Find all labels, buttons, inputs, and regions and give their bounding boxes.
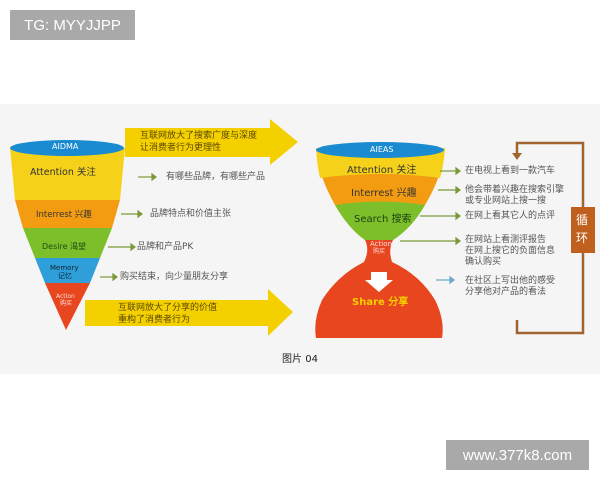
funnel-stage-memory <box>35 258 100 283</box>
aieas-stage-action-sub: 购买 <box>373 248 386 255</box>
bottom-arrow <box>85 289 293 336</box>
aidma-stage-memory-sub: 记忆 <box>58 272 72 280</box>
aidma-stage-desire: Desire 渴望 <box>42 242 87 251</box>
down-arrow-icon <box>365 272 393 292</box>
aieas-note-4a: 在网站上看测评报告 <box>465 235 547 245</box>
aieas-note-3: 在网上看其它人的点评 <box>465 211 556 221</box>
aieas-note-5a: 在社区上写出他的感受 <box>465 276 556 286</box>
loop-label-2: 环 <box>576 231 589 245</box>
aidma-note-memory: 购买结束，向少量朋友分享 <box>120 272 229 282</box>
loop-arrow-icon <box>512 153 522 160</box>
watermark-bottom: www.377k8.com <box>446 440 589 470</box>
top-arrow-line1: 互联网放大了搜索广度与深度 <box>140 131 258 141</box>
aieas-note-1: 在电视上看到一款汽车 <box>465 166 556 176</box>
loop-label-1: 循 <box>576 213 589 227</box>
aidma-stage-action-sub: 购买 <box>60 300 73 307</box>
aidma-stage-memory: Memory <box>50 264 79 272</box>
aidma-top-ellipse <box>10 140 124 156</box>
aieas-note-2a: 他会带着兴趣在搜索引擎 <box>465 185 565 195</box>
aieas-title: AIEAS <box>370 145 394 154</box>
left-note-arrows <box>100 172 157 282</box>
bottom-arrow-line1: 互联网放大了分享的价值 <box>118 303 218 313</box>
aidma-note-interest: 品牌特点和价值主张 <box>150 209 232 219</box>
aieas-vase <box>315 142 445 338</box>
aidma-note-attention: 有哪些品牌，有哪些产品 <box>166 172 266 182</box>
aieas-note-5b: 分享他对产品的看法 <box>465 287 547 297</box>
aieas-stage-search: Search 搜索 <box>354 214 412 225</box>
bottom-arrow-line2: 重构了消费者行为 <box>118 315 191 325</box>
funnel-stage-action <box>45 283 90 330</box>
loop-label-box <box>571 207 595 253</box>
top-arrow-line2: 让消费者行为更理性 <box>140 143 222 153</box>
aieas-note-4b: 在网上搜它的负面信息 <box>465 246 556 256</box>
funnel-stage-desire <box>23 228 112 258</box>
right-note-arrows <box>400 166 461 246</box>
funnel-stage-interest <box>15 200 120 228</box>
aieas-stage-interest: Interrest 兴趣 <box>351 188 417 199</box>
aidma-note-desire: 品牌和产品PK <box>137 242 194 252</box>
aidma-stage-interest: Interrest 兴趣 <box>36 210 92 220</box>
figure-caption: 图片 04 <box>282 354 318 365</box>
watermark-top: TG: MYYJJPP <box>10 10 135 40</box>
aieas-stage-action: Action <box>370 240 392 248</box>
aieas-stage-attention: Attention 关注 <box>347 165 417 176</box>
aieas-note-4c: 确认购买 <box>465 257 502 267</box>
aidma-stage-attention: Attention 关注 <box>30 167 96 178</box>
aidma-title: AIDMA <box>52 142 79 151</box>
aidma-funnel <box>10 140 125 330</box>
aidma-stage-action: Action <box>56 293 75 300</box>
aieas-stage-share: Share 分享 <box>352 297 409 308</box>
top-arrow <box>125 119 298 165</box>
aieas-note-2b: 或专业网站上搜一搜 <box>465 196 547 206</box>
funnel-stage-attention <box>10 148 125 200</box>
